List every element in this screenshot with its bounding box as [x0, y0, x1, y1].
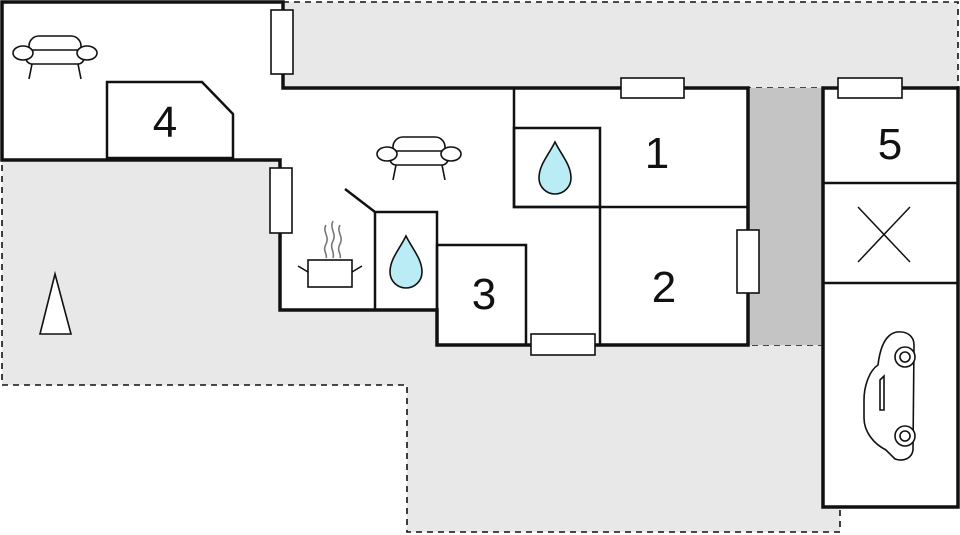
room-label-5: 5 — [878, 120, 902, 169]
north-arrow-icon — [38, 270, 73, 335]
sofa-icon — [12, 35, 98, 80]
window — [620, 77, 685, 99]
window — [736, 229, 760, 294]
cooking-pot-icon — [297, 220, 363, 288]
room-label-4: 4 — [153, 98, 177, 147]
window — [269, 167, 293, 234]
sofa-icon — [376, 136, 462, 181]
window — [270, 9, 294, 75]
room-label-3: 3 — [472, 270, 496, 319]
room-label-1: 1 — [645, 129, 669, 178]
window — [837, 77, 903, 99]
water-drop-icon — [538, 140, 572, 195]
windows — [269, 9, 903, 356]
room-label-2: 2 — [652, 263, 676, 312]
window — [530, 333, 596, 356]
passage — [748, 88, 823, 345]
terrace-top — [282, 1, 959, 89]
water-drop-icon — [389, 234, 423, 289]
cross-icon — [857, 206, 911, 263]
car-icon — [863, 331, 916, 461]
interior-walls — [105, 80, 748, 345]
